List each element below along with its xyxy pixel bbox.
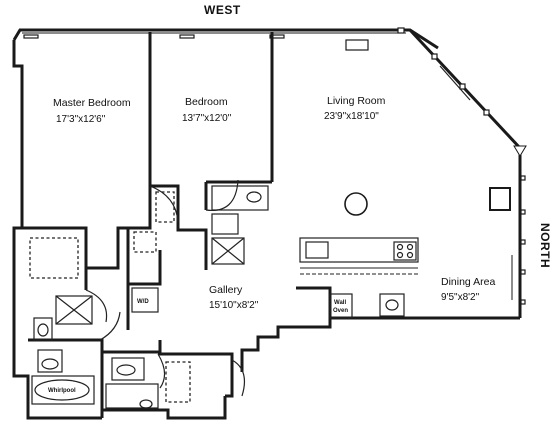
wall-oven-label-line2: Oven <box>333 308 348 314</box>
bedroom-label: Bedroom <box>185 96 228 108</box>
bedroom-closet-shelf <box>155 191 175 223</box>
cooktop-icon <box>393 241 417 261</box>
door-swing <box>85 289 108 323</box>
master-toilet-icon <box>37 349 63 373</box>
master-bath-wall <box>22 226 88 290</box>
dining-area-label: Dining Area <box>441 276 495 288</box>
living-room-dims: 23'9"x18'10" <box>324 111 379 122</box>
compass-west-label: WEST <box>204 3 241 17</box>
master-bedroom-label: Master Bedroom <box>53 97 131 109</box>
guest-toilet-icon <box>111 357 145 381</box>
compass-north-label: NORTH <box>538 223 550 268</box>
fixtures <box>29 179 511 409</box>
wall-oven-label-line1: Wall <box>334 300 346 306</box>
column-icon <box>344 192 368 216</box>
master-sink-icon <box>37 323 49 337</box>
master-closet-shelf <box>29 237 79 279</box>
exterior-walls <box>12 28 522 420</box>
master-shower <box>55 295 93 325</box>
gallery-dims: 15'10"x8'2" <box>209 300 259 311</box>
window-strip <box>22 27 527 305</box>
living-room-label: Living Room <box>327 95 386 107</box>
pillar <box>489 187 511 211</box>
whirlpool-tub <box>31 375 95 405</box>
bedroom-dims: 13'7"x12'0" <box>182 113 232 124</box>
wall-oven <box>329 293 353 319</box>
interior-walls <box>22 32 332 410</box>
whirlpool-label: Whirlpool <box>48 388 76 394</box>
master-bedroom-dims: 17'3"x12'6" <box>56 114 106 125</box>
kitchen-sink-icon <box>305 241 329 259</box>
bedroom-bath-vanity <box>211 185 269 211</box>
guest-sink-icon <box>139 399 153 409</box>
bedroom-sink-icon <box>246 191 262 203</box>
kitchen-counter <box>299 237 419 263</box>
master-bath-lower-wall <box>28 338 104 410</box>
washer-dryer <box>131 287 159 313</box>
washer-dryer-label: W/D <box>137 299 149 305</box>
gallery-label: Gallery <box>209 284 243 296</box>
south-east-wall <box>240 316 520 372</box>
bedroom-closet-wall <box>150 184 208 270</box>
master-closet-wall <box>86 186 152 270</box>
south-wall <box>100 396 227 420</box>
left-wall <box>12 40 102 420</box>
west-wall <box>12 28 439 50</box>
window-tick <box>397 27 405 34</box>
shower-stall <box>211 237 245 265</box>
dining-area-dims: 9'5"x8'2" <box>441 292 480 303</box>
